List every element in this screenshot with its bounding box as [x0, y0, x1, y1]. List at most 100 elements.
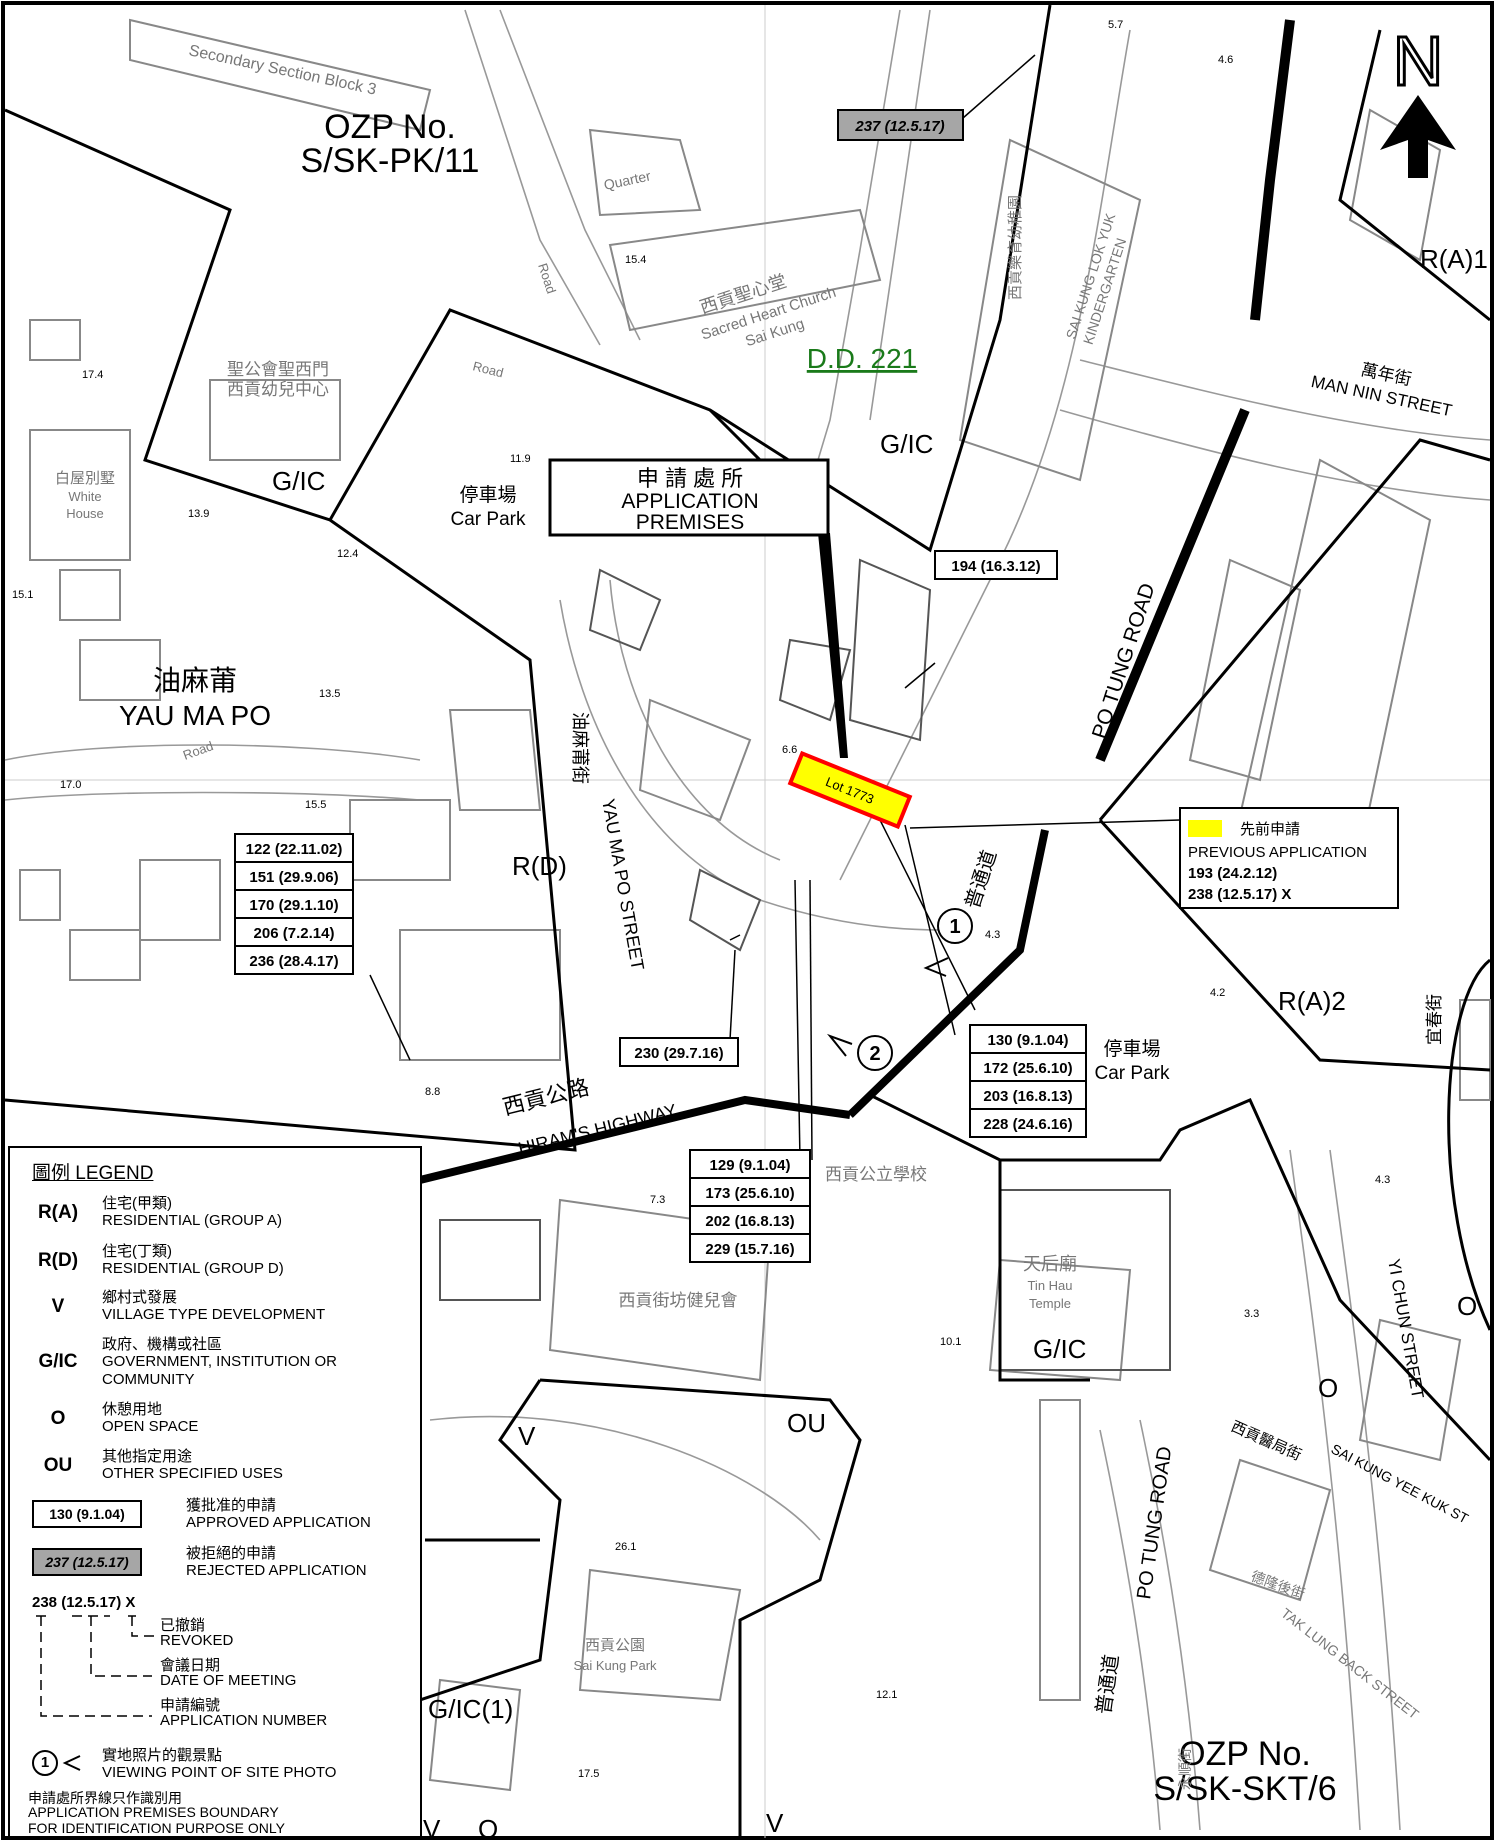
yee-kuk-en: SAI KUNG YEE KUK ST	[1329, 1441, 1472, 1527]
car-park2-en: Car Park	[1095, 1063, 1170, 1084]
zone-label: V	[518, 1421, 536, 1451]
wing-shun-zh: 永順街	[1177, 1748, 1193, 1790]
legend-rejected-en: REJECTED APPLICATION	[186, 1562, 367, 1579]
spot-height: 5.7	[1108, 19, 1123, 31]
legend-en: OPEN SPACE	[102, 1418, 199, 1435]
white-house-en1: White	[68, 489, 101, 504]
zone-label: G/IC(1)	[428, 1694, 513, 1724]
spot-height: 4.3	[985, 929, 1000, 941]
legend-meeting-en: DATE OF MEETING	[160, 1672, 297, 1689]
spot-height: 4.2	[1210, 987, 1225, 999]
legend-code: O	[50, 1408, 66, 1429]
legend-rejected-sample: 237 (12.5.17)	[32, 1548, 142, 1576]
previous-application-item: 238 (12.5.17) X	[1188, 886, 1291, 903]
legend-code: G/IC	[38, 1351, 78, 1372]
previous-application-item: 193 (24.2.12)	[1188, 865, 1277, 882]
yau-ma-po-st-zh: 油麻莆街	[570, 712, 590, 784]
school-zh: 聖公會聖西門	[227, 360, 329, 379]
application-premises-callout: 申 請 處 所 APPLICATION PREMISES	[548, 458, 848, 758]
application-label: 172 (25.6.10)	[983, 1060, 1072, 1077]
spot-height: 12.4	[337, 548, 358, 560]
yau-ma-po-st-en: YAU MA PO STREET	[598, 797, 648, 972]
legend-en: OTHER SPECIFIED USES	[102, 1465, 283, 1482]
ozp-south-line2: S/SK-SKT/6	[1153, 1770, 1336, 1808]
spot-height: 11.9	[510, 453, 531, 465]
temple-en2: Temple	[1029, 1296, 1071, 1311]
zone-label: OU	[787, 1408, 826, 1438]
legend-revoked-zh: 已撤銷	[160, 1617, 206, 1634]
viewpoint-2: 2	[826, 1033, 893, 1071]
zone-label: G/IC	[880, 429, 933, 459]
legend-approved-en: APPROVED APPLICATION	[186, 1514, 371, 1531]
legend-en: RESIDENTIAL (GROUP A)	[102, 1212, 283, 1229]
buildings	[19, 18, 1491, 1792]
zone-label: O	[1457, 1291, 1477, 1321]
park-en: Sai Kung Park	[573, 1658, 657, 1673]
spot-height: 12.1	[876, 1689, 897, 1701]
car-park-zh: 停車場	[459, 484, 516, 506]
quarter-label: Quarter	[602, 167, 652, 193]
spot-height: 7.3	[650, 1194, 665, 1206]
legend-code: R(D)	[37, 1250, 79, 1271]
legend-approved-zh: 獲批准的申請	[186, 1497, 277, 1514]
dd-221-label: D.D. 221	[807, 343, 918, 374]
legend-viewpoint-number: 1	[32, 1750, 58, 1776]
legend-appno-zh: 申請編號	[160, 1697, 221, 1714]
park-zh: 西貢公園	[585, 1637, 645, 1654]
car-park2-zh: 停車場	[1103, 1038, 1160, 1060]
hirams-zh: 西貢公路	[500, 1074, 591, 1120]
map-legend: 圖例 LEGEND R(A) 住宅(甲類) RESIDENTIAL (GROUP…	[8, 1146, 422, 1838]
legend-zh: 住宅(甲類)	[102, 1195, 172, 1212]
legend-key: 238 (12.5.17) X 已撤銷 REVOKED 會議日期 DATE OF…	[10, 1594, 420, 1729]
legend-zh: 住宅(丁類)	[102, 1243, 172, 1260]
kindergarten-zh: 西貢樂育幼稚園	[1007, 195, 1024, 300]
zone-label: G/IC	[1033, 1334, 1086, 1364]
legend-boundary-en2: FOR IDENTIFICATION PURPOSE ONLY	[28, 1820, 285, 1836]
legend-en: RESIDENTIAL (GROUP D)	[102, 1260, 284, 1277]
spot-height: 13.5	[319, 688, 340, 700]
application-label: 173 (25.6.10)	[705, 1185, 794, 1202]
road-label: Road	[181, 738, 215, 763]
po-tung-road-zh: 普通道	[961, 847, 1001, 911]
legend-en: VILLAGE TYPE DEVELOPMENT	[102, 1306, 326, 1323]
previous-application-box: 先前申請 PREVIOUS APPLICATION 193 (24.2.12) …	[1179, 807, 1399, 909]
road-label: Road	[471, 358, 505, 380]
spot-height: 4.3	[1375, 1174, 1390, 1186]
car-park-en: Car Park	[451, 509, 526, 530]
spot-height: 3.3	[1244, 1308, 1259, 1320]
viewpoint-number: 1	[949, 916, 960, 938]
application-label: 230 (29.7.16)	[634, 1045, 723, 1062]
legend-zh: 休憩用地	[102, 1401, 163, 1418]
zone-label: O	[1318, 1373, 1338, 1403]
spot-height: 15.5	[305, 799, 326, 811]
spot-height: 26.1	[615, 1541, 636, 1553]
yi-chun-zh: 宜春街	[1425, 994, 1444, 1045]
legend-title: 圖例 LEGEND	[32, 1163, 154, 1184]
previous-application-en: PREVIOUS APPLICATION	[1188, 844, 1367, 861]
application-label: 129 (9.1.04)	[710, 1157, 791, 1174]
rejected-application-label: 237 (12.5.17)	[854, 118, 944, 135]
zone-label: V	[423, 1814, 441, 1841]
white-house-en2: House	[66, 506, 104, 521]
spot-height: 4.6	[1218, 54, 1233, 66]
legend-revoked-en: REVOKED	[160, 1632, 234, 1649]
zone-label: G/IC	[272, 466, 325, 496]
spot-height: 13.9	[188, 508, 209, 520]
previous-application-swatch	[1188, 820, 1222, 837]
application-label: 194 (16.3.12)	[951, 558, 1040, 575]
legend-viewpoint-zh: 實地照片的觀景點	[102, 1747, 223, 1764]
yau-ma-po-zh: 油麻莆	[153, 665, 237, 696]
north-letter: N	[1393, 22, 1444, 100]
application-label: 202 (16.8.13)	[705, 1213, 794, 1230]
temple-zh: 天后廟	[1023, 1254, 1077, 1274]
viewpoint-1: 1	[923, 908, 973, 977]
application-label: 236 (28.4.17)	[249, 953, 338, 970]
application-premises-zh: 申 請 處 所	[637, 466, 743, 491]
legend-viewpoint-symbol: 1	[32, 1750, 82, 1776]
legend-approved-sample: 130 (9.1.04)	[32, 1500, 142, 1528]
po-tung-road2-zh: 普通道	[1092, 1653, 1123, 1716]
legend-rejected-zh: 被拒絕的申請	[186, 1545, 277, 1562]
tak-lung-en: TAK LUNG BACK STREET	[1278, 1605, 1422, 1723]
white-house-zh: 白屋別墅	[55, 470, 115, 487]
